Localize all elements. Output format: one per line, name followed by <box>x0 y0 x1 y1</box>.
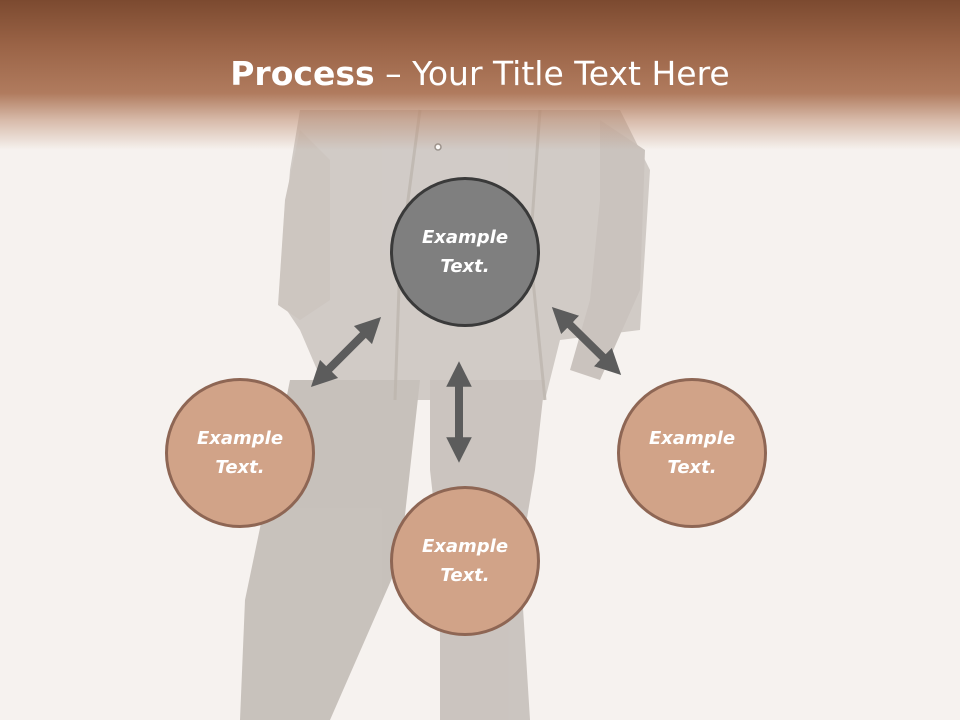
title-bar <box>0 0 960 150</box>
node-right-label: Example Text. <box>648 428 736 478</box>
node-right[interactable]: Example Text. <box>617 378 767 528</box>
node-bottom[interactable]: Example Text. <box>390 486 540 636</box>
node-bottom-label: Example Text. <box>421 536 509 586</box>
node-center-label: Example Text. <box>421 227 509 277</box>
node-center[interactable]: Example Text. <box>390 177 540 327</box>
title-rest: – Your Title Text Here <box>374 54 730 93</box>
node-left-label: Example Text. <box>196 428 284 478</box>
node-left[interactable]: Example Text. <box>165 378 315 528</box>
title-bold: Process <box>230 54 375 93</box>
slide-title: Process – Your Title Text Here <box>0 52 960 96</box>
